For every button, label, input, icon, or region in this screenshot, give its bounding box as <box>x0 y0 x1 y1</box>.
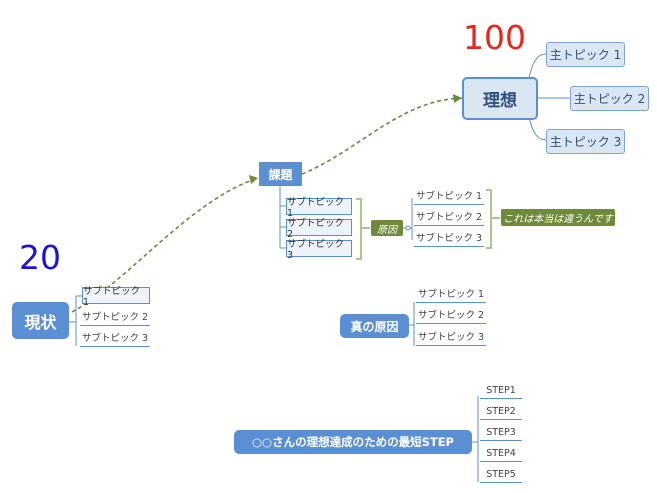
cause-branch-lines <box>403 198 413 240</box>
step-3[interactable]: STEP3 <box>480 424 522 441</box>
cause-node[interactable]: 原因 <box>371 220 403 236</box>
cause-node-dot <box>405 225 411 231</box>
current-score: 20 <box>19 238 61 277</box>
current-state-node[interactable]: 現状 <box>12 302 69 339</box>
current-subtopic-3[interactable]: サブトピック 3 <box>80 329 150 347</box>
cause-subtopic-1[interactable]: サブトピック 1 <box>414 187 484 205</box>
arrowhead-ideal <box>453 94 462 103</box>
arrowhead-issue <box>249 175 258 184</box>
step-1[interactable]: STEP1 <box>480 382 522 399</box>
true-cause-subtopic-1[interactable]: サブトピック 1 <box>416 285 486 303</box>
true-cause-node[interactable]: 真の原因 <box>340 314 409 338</box>
shortest-steps-node[interactable]: ○○さんの理想達成のための最短STEP <box>234 430 472 454</box>
step-5[interactable]: STEP5 <box>480 466 522 483</box>
true-cause-branch-lines <box>409 302 415 346</box>
current-subtopic-2[interactable]: サブトピック 2 <box>80 308 150 326</box>
true-cause-subtopic-3[interactable]: サブトピック 3 <box>416 328 486 346</box>
issue-subtopic-1[interactable]: サブトピック 1 <box>286 197 352 219</box>
ideal-topic-3[interactable]: 主トピック 3 <box>546 129 625 154</box>
cause-subtopic-2[interactable]: サブトピック 2 <box>414 208 484 226</box>
true-cause-subtopic-2[interactable]: サブトピック 2 <box>416 306 486 324</box>
current-subtopic-1[interactable]: サブトピック 1 <box>82 286 150 308</box>
issue-cause-bracket <box>356 198 370 260</box>
ideal-topic-1[interactable]: 主トピック 1 <box>546 42 625 67</box>
cause-note-bracket <box>486 189 500 249</box>
step-2[interactable]: STEP2 <box>480 403 522 420</box>
ideal-score: 100 <box>463 18 526 57</box>
progress-path-issue-to-ideal <box>301 97 463 175</box>
issue-subtopic-3[interactable]: サブトピック 3 <box>286 239 352 261</box>
cause-subtopic-3[interactable]: サブトピック 3 <box>414 229 484 247</box>
ideal-node[interactable]: 理想 <box>462 77 538 120</box>
issue-node[interactable]: 課題 <box>259 162 302 186</box>
issue-subtopic-2[interactable]: サブトピック 2 <box>286 218 352 240</box>
cause-note[interactable]: これは本当は違うんです <box>501 209 615 226</box>
step-4[interactable]: STEP4 <box>480 445 522 462</box>
issue-branch-lines <box>279 186 286 249</box>
progress-path-current-to-issue <box>71 177 259 313</box>
steps-branch-lines <box>472 396 479 482</box>
ideal-topic-2[interactable]: 主トピック 2 <box>570 86 649 111</box>
